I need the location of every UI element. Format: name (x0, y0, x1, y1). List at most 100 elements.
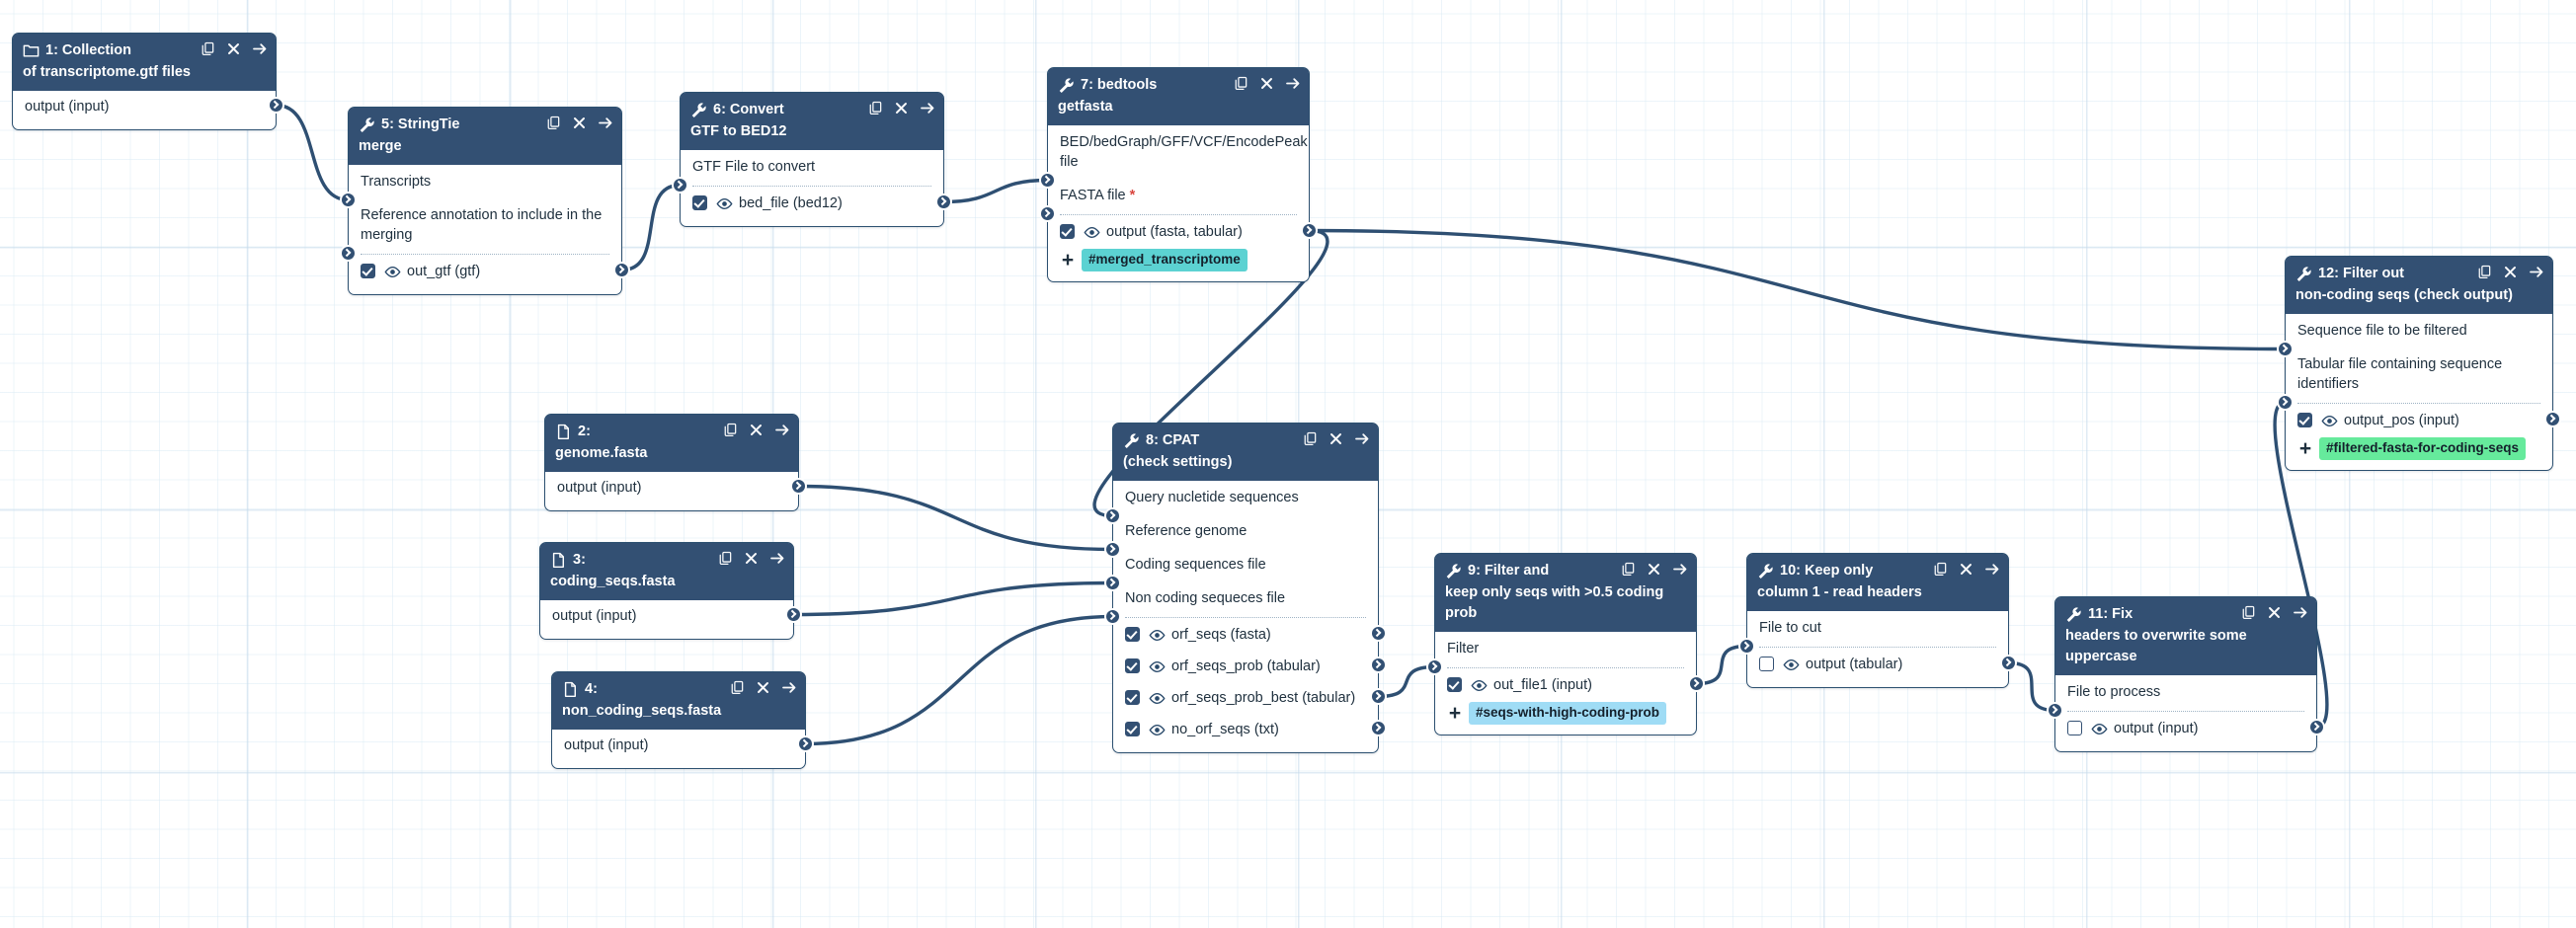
node-input-row[interactable]: File to process (2047, 675, 2316, 719)
close-icon[interactable] (226, 41, 241, 56)
input-terminal[interactable] (340, 192, 357, 208)
node-output-row[interactable]: output (tabular) (1747, 649, 2017, 680)
arrow-right-icon[interactable] (1285, 76, 1300, 91)
input-terminal[interactable] (672, 177, 688, 193)
output-terminal[interactable] (785, 606, 802, 623)
node-output-row[interactable]: output (input) (552, 730, 814, 761)
output-terminal[interactable] (268, 97, 284, 114)
close-icon[interactable] (1647, 562, 1661, 577)
node-output-row[interactable]: out_gtf (gtf) (349, 256, 630, 287)
node-tag-row[interactable]: +#seqs-with-high-coding-prob (1435, 701, 1696, 728)
arrow-right-icon[interactable] (2529, 265, 2543, 279)
node-input-row[interactable]: Filter (1426, 632, 1696, 675)
output-terminal[interactable] (1370, 625, 1387, 642)
duplicate-icon[interactable] (718, 551, 733, 566)
output-visible-checkbox[interactable] (692, 195, 707, 210)
close-icon[interactable] (572, 116, 587, 130)
node-tag-row[interactable]: + #merged_transcriptome (1048, 248, 1309, 274)
output-terminal[interactable] (2308, 719, 2325, 735)
workflow-node-n8[interactable]: 8: CPAT(check settings)Query nucletide s… (1104, 423, 1387, 753)
output-terminal[interactable] (1688, 675, 1705, 692)
node-output-row[interactable]: no_orf_seqs (txt) (1113, 714, 1387, 745)
plus-icon[interactable]: + (1061, 249, 1075, 271)
duplicate-icon[interactable] (2241, 605, 2256, 620)
node-output-row[interactable]: output_pos (input) (2286, 405, 2561, 436)
duplicate-icon[interactable] (1234, 76, 1248, 91)
node-tag-row[interactable]: +#filtered-fasta-for-coding-seqs (2286, 436, 2552, 463)
arrow-right-icon[interactable] (252, 41, 267, 56)
node-input-row[interactable]: Reference genome (1104, 514, 1378, 558)
node-output-row[interactable]: orf_seqs (fasta) (1113, 619, 1387, 651)
duplicate-icon[interactable] (1933, 562, 1948, 577)
duplicate-icon[interactable] (723, 423, 738, 437)
output-visible-checkbox[interactable] (1125, 690, 1140, 705)
output-terminal[interactable] (1370, 688, 1387, 705)
node-input-row[interactable]: File to cut (1738, 611, 2008, 655)
duplicate-icon[interactable] (2477, 265, 2492, 279)
output-visible-checkbox[interactable] (1125, 627, 1140, 642)
eye-icon[interactable] (2321, 414, 2338, 427)
close-icon[interactable] (744, 551, 759, 566)
input-terminal[interactable] (1426, 658, 1443, 675)
node-output-row[interactable]: output (input) (545, 472, 807, 503)
eye-icon[interactable] (1783, 657, 1800, 671)
close-icon[interactable] (1259, 76, 1274, 91)
output-visible-checkbox[interactable] (1759, 657, 1774, 671)
input-terminal[interactable] (1104, 575, 1121, 591)
output-visible-checkbox[interactable] (2067, 721, 2082, 735)
close-icon[interactable] (894, 101, 909, 116)
node-output-row[interactable]: orf_seqs_prob_best (tabular) (1113, 682, 1387, 714)
input-terminal[interactable] (1039, 205, 1056, 222)
duplicate-icon[interactable] (1303, 431, 1318, 446)
node-output-row[interactable]: output (fasta, tabular) (1048, 216, 1318, 248)
node-input-row[interactable]: Query nucletide sequences (1104, 481, 1378, 524)
node-input-row[interactable]: Coding sequences file (1104, 548, 1378, 591)
eye-icon[interactable] (1149, 628, 1166, 642)
input-terminal[interactable] (1738, 638, 1755, 655)
arrow-right-icon[interactable] (2293, 605, 2307, 620)
output-terminal[interactable] (2544, 411, 2561, 427)
output-terminal[interactable] (1370, 657, 1387, 673)
output-terminal[interactable] (1301, 222, 1318, 239)
input-terminal[interactable] (1039, 172, 1056, 189)
eye-icon[interactable] (2091, 722, 2108, 735)
node-input-row[interactable]: FASTA file * (1039, 179, 1309, 222)
node-input-row[interactable]: Transcripts (340, 165, 621, 208)
close-icon[interactable] (756, 680, 770, 695)
arrow-right-icon[interactable] (1984, 562, 1999, 577)
plus-icon[interactable]: + (1448, 702, 1462, 725)
output-visible-checkbox[interactable] (361, 264, 375, 278)
output-tag[interactable]: #merged_transcriptome (1082, 249, 1248, 271)
node-header[interactable]: 4:non_coding_seqs.fasta (552, 672, 805, 730)
arrow-right-icon[interactable] (774, 423, 789, 437)
input-terminal[interactable] (2277, 341, 2294, 357)
node-input-row[interactable]: Reference annotation to include in the m… (340, 198, 621, 262)
input-terminal[interactable] (2277, 394, 2294, 411)
eye-icon[interactable] (716, 196, 733, 210)
node-output-row[interactable]: output (input) (540, 600, 802, 632)
node-input-row[interactable]: Non coding sequeces file (1104, 581, 1378, 625)
node-output-row[interactable]: output (input) (13, 91, 284, 122)
node-output-row[interactable]: out_file1 (input) (1435, 669, 1705, 701)
node-header[interactable]: 2:genome.fasta (545, 415, 798, 472)
duplicate-icon[interactable] (730, 680, 745, 695)
output-terminal[interactable] (790, 478, 807, 495)
input-terminal[interactable] (1104, 507, 1121, 524)
input-terminal[interactable] (1104, 608, 1121, 625)
arrow-right-icon[interactable] (769, 551, 784, 566)
output-visible-checkbox[interactable] (1125, 722, 1140, 736)
